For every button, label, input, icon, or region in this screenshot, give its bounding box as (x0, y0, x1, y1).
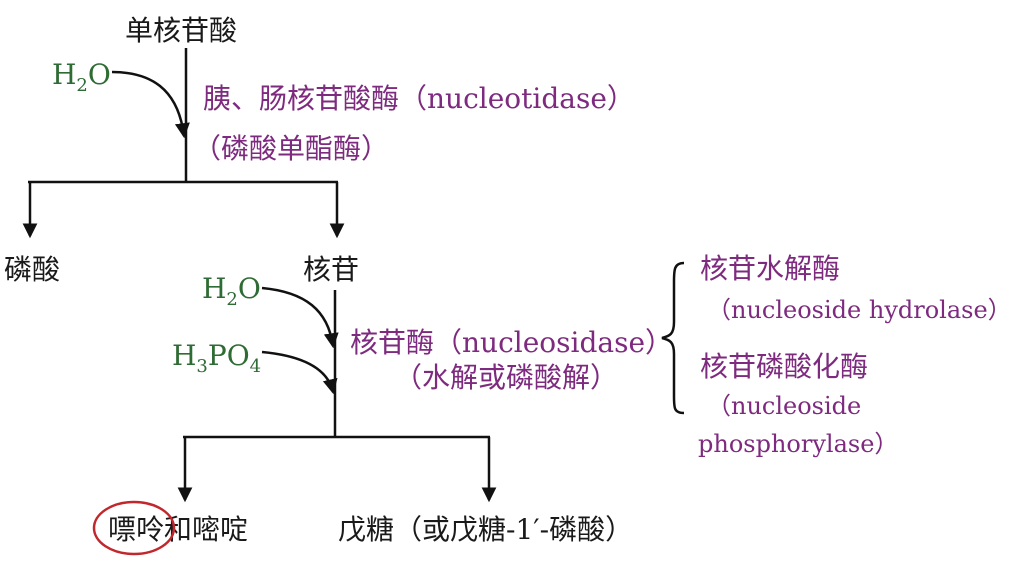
curved-arrow-water-mid (261, 286, 339, 349)
node-phosphate: 磷酸 (4, 253, 60, 286)
curved-arrow-water-top (111, 70, 190, 139)
node-mononucleotide: 单核苷酸 (125, 14, 237, 47)
enzyme-nucleotidase-line2: （磷酸单酯酶） (193, 132, 389, 165)
highlight-circle (92, 500, 176, 556)
curved-arrow-phosphoric (261, 350, 338, 395)
enzyme-hydrolase-line2: （nucleoside hydrolase） (707, 296, 1012, 324)
enzyme-hydrolase-line1: 核苷水解酶 (700, 252, 840, 285)
reagent-water-top: H2O (52, 58, 111, 96)
node-nucleoside: 核苷 (303, 253, 359, 286)
reagent-phosphoric-acid: H3PO4 (172, 339, 261, 377)
enzyme-nucleosidase-line2: （水解或磷酸解） (394, 361, 618, 394)
enzyme-brace (661, 261, 685, 415)
enzyme-nucleotidase-line1: 胰、肠核苷酸酶（nucleotidase） (203, 82, 635, 115)
enzyme-phosphorylase-line2: （nucleoside (707, 392, 861, 420)
reagent-water-mid: H2O (202, 272, 261, 310)
enzyme-phosphorylase-line3: phosphorylase） (698, 430, 898, 458)
node-bases: 嘌呤和嘧啶 (108, 513, 248, 546)
enzyme-nucleosidase-line1: 核苷酶（nucleosidase） (350, 326, 673, 359)
enzyme-phosphorylase-line1: 核苷磷酸化酶 (700, 350, 868, 383)
node-pentose: 戊糖（或戊糖-1′-磷酸） (338, 513, 633, 546)
